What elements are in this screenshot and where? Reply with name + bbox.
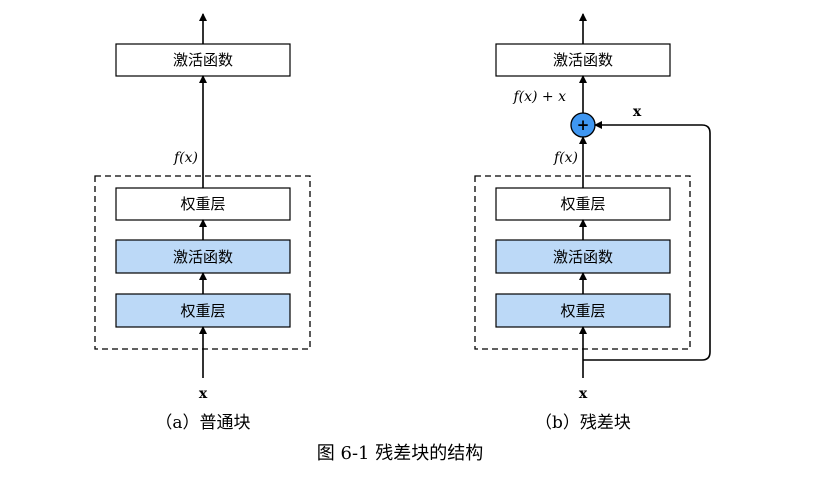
- shortcut-label-b: x: [633, 104, 642, 120]
- edge-label-fx-a: f(x): [173, 150, 198, 166]
- sum-label-b: f(x) + x: [512, 89, 566, 105]
- shortcut-connection-b: [583, 121, 711, 361]
- addition-node-b: +: [570, 112, 596, 138]
- weight-layer-label-b-bottom: 权重层: [560, 302, 605, 320]
- top-activation-label-a: 激活函数: [173, 51, 233, 69]
- weight-layer-label-a-bottom: 权重层: [180, 302, 225, 320]
- weight-layer-box-a-bottom: 权重层: [115, 293, 291, 328]
- caption-a: （a）普通块: [155, 413, 250, 433]
- activation-layer-box-a: 激活函数: [115, 239, 291, 274]
- weight-layer-box-a-top: 权重层: [115, 187, 291, 221]
- figure-caption: 图 6-1 残差块的结构: [317, 443, 483, 464]
- weight-layer-label-a-top: 权重层: [180, 195, 225, 213]
- activation-layer-label-b: 激活函数: [553, 248, 613, 266]
- caption-b: （b）残差块: [535, 413, 631, 433]
- activation-layer-box-b: 激活函数: [495, 239, 671, 274]
- top-activation-box-a: 激活函数: [115, 43, 291, 77]
- top-activation-label-b: 激活函数: [553, 51, 613, 69]
- activation-layer-label-a: 激活函数: [173, 248, 233, 266]
- diagram-b-residual-block: 激活函数 f(x) + x + f(x) 权重层 激活函数 权重层: [474, 13, 711, 433]
- input-label-a: x: [199, 386, 208, 402]
- plus-icon: +: [577, 116, 590, 134]
- weight-layer-box-b-top: 权重层: [495, 187, 671, 221]
- edge-label-fx-b: f(x): [553, 150, 578, 166]
- weight-layer-label-b-top: 权重层: [560, 195, 605, 213]
- weight-layer-box-b-bottom: 权重层: [495, 293, 671, 328]
- input-label-b: x: [579, 386, 588, 402]
- top-activation-box-b: 激活函数: [495, 43, 671, 77]
- diagram-a-plain-block: 激活函数 f(x) 权重层 激活函数 权重层 x （a）普通块: [94, 13, 311, 433]
